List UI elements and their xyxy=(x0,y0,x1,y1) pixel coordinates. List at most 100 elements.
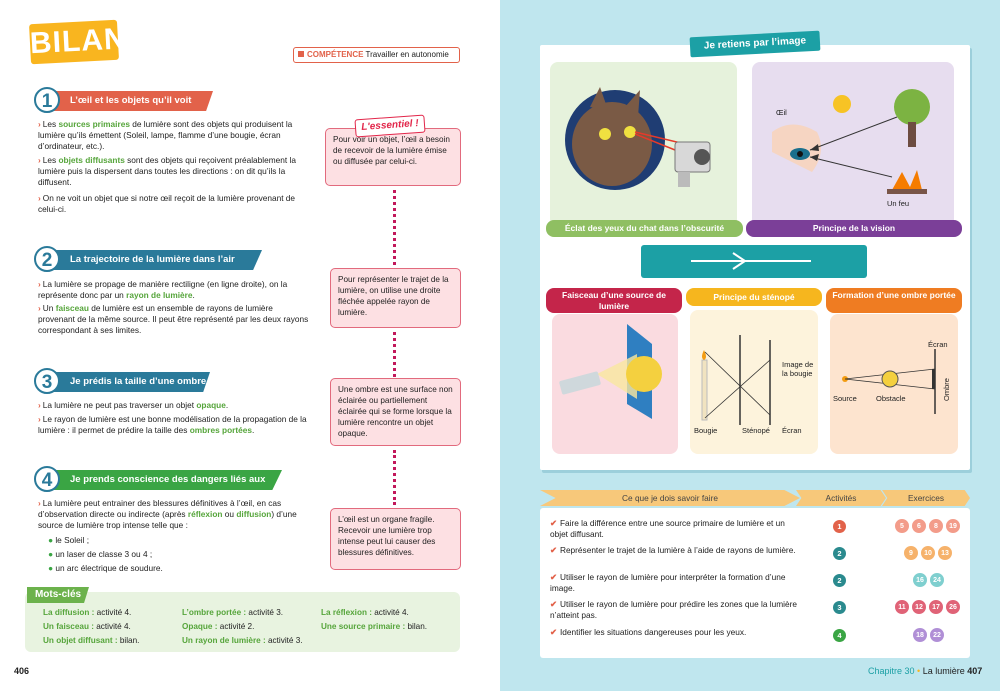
section-4-item-2: ● un laser de classe 3 ou 4 ; xyxy=(48,549,153,559)
label-eclat: Éclat des yeux du chat dans l’obscurité xyxy=(546,220,743,237)
mot-cle-8: Une source primaire : bilan. xyxy=(321,622,428,631)
section-3-number: 3 xyxy=(34,368,60,394)
label-stenope: Principe du sténopé xyxy=(686,288,822,306)
cat-eyes-panel xyxy=(550,62,737,227)
flashlight-illustration xyxy=(559,324,662,419)
check-icon: ✔ xyxy=(550,627,557,637)
mot-cle-6: Un rayon de lumière : activité 3. xyxy=(182,636,303,645)
exercise-badge[interactable]: 18 xyxy=(912,627,928,643)
exercise-badge[interactable]: 22 xyxy=(929,627,945,643)
activity-badge-5: 4 xyxy=(833,629,846,642)
label-ecran-stenope: Écran xyxy=(782,426,802,435)
section-2-bullet-1: ›La lumière se propage de manière rectil… xyxy=(38,279,288,300)
section-1-bullet-2: ›Les objets diffusants sont des objets q… xyxy=(38,155,296,187)
mot-cle-1: La diffusion : activité 4. xyxy=(43,608,132,617)
vision-panel xyxy=(752,62,954,227)
label-feu: Un feu xyxy=(887,199,910,208)
label-vision: Principe de la vision xyxy=(746,220,962,237)
section-4-number: 4 xyxy=(34,466,60,492)
table-header-exercises: Exercices xyxy=(882,490,970,506)
label-image-bougie: Image de la bougie xyxy=(782,360,814,378)
section-4-header: Je prends conscience des dangers liés au… xyxy=(40,470,282,490)
dotted-connector-2 xyxy=(393,332,396,377)
section-3-bullet-2: ›Le rayon de lumière est une bonne modél… xyxy=(38,414,307,435)
skill-row-4: ✔Utiliser le rayon de lumière pour prédi… xyxy=(550,599,797,620)
competence-square-icon xyxy=(298,51,304,57)
activity-badge-1: 1 xyxy=(833,520,846,533)
stenope-panel xyxy=(690,310,818,454)
activity-badge-2: 2 xyxy=(833,547,846,560)
page-footer: Chapitre 30 • La lumière 407 xyxy=(868,666,983,676)
left-page: BILAN COMPÉTENCE Travailler en autonomie… xyxy=(14,19,461,676)
exercise-badge[interactable]: 17 xyxy=(928,599,944,615)
exercise-badge[interactable]: 13 xyxy=(937,545,953,561)
exercise-badge[interactable]: 9 xyxy=(903,545,919,561)
label-stenope-text: Sténopé xyxy=(742,426,770,435)
label-ombre-text: Ombre xyxy=(941,378,951,401)
exercise-badge[interactable]: 10 xyxy=(920,545,936,561)
pinhole-illustration xyxy=(701,335,771,425)
light-ray-bar xyxy=(641,245,867,278)
skill-row-3: ✔Utiliser le rayon de lumière pour inter… xyxy=(550,572,786,593)
section-2-header: La trajectoire de la lumière dans l’air xyxy=(40,250,262,270)
section-1-number: 1 xyxy=(34,87,60,113)
skill-row-1: ✔Faire la différence entre une source pr… xyxy=(550,518,785,539)
exercise-badge[interactable]: 26 xyxy=(945,599,961,615)
skill-row-5: ✔Identifier les situations dangereuses p… xyxy=(550,627,747,637)
table-header-activities: Activités xyxy=(796,490,886,506)
exercise-badge[interactable]: 24 xyxy=(929,572,945,588)
essentiel-box-1: Pour voir un objet, l’œil a besoin de re… xyxy=(325,128,461,186)
label-faisceau: Faisceau d’une source de lumière xyxy=(546,288,682,313)
exercise-badge[interactable]: 16 xyxy=(912,572,928,588)
cat-eyes-illustration xyxy=(565,87,711,190)
bilan-title: BILAN xyxy=(29,19,127,65)
label-source: Source xyxy=(833,394,857,403)
exercise-badge[interactable]: 5 xyxy=(894,518,910,534)
mot-cle-5: Opaque : activité 2. xyxy=(182,622,255,631)
mot-cle-4: L’ombre portée : activité 3. xyxy=(182,608,284,617)
essentiel-box-3: Une ombre est une surface non éclairée o… xyxy=(330,378,461,446)
page-number-left: 406 xyxy=(14,666,30,676)
essentiel-box-2: Pour représenter le trajet de la lumière… xyxy=(330,268,461,328)
shadow-illustration xyxy=(842,349,936,414)
exercise-badge[interactable]: 8 xyxy=(928,518,944,534)
section-1-header: L’œil et les objets qu’il voit xyxy=(40,91,213,111)
mot-cle-2: Un faisceau : activité 4. xyxy=(43,622,131,631)
faisceau-panel xyxy=(552,314,678,454)
label-ombre: Formation d’une ombre portée xyxy=(826,288,962,313)
section-1-bullet-3: ›On ne voit un objet que si notre œil re… xyxy=(38,193,296,214)
section-4-item-3: ● un arc électrique de soudure. xyxy=(48,563,163,573)
exercise-badge[interactable]: 11 xyxy=(894,599,910,615)
mot-cle-7: La réflexion : activité 4. xyxy=(321,608,409,617)
section-4-item-1: ● le Soleil ; xyxy=(48,535,89,545)
activity-badge-4: 3 xyxy=(833,601,846,614)
dotted-connector-1 xyxy=(393,190,396,265)
ombre-panel xyxy=(830,314,958,454)
section-1-bullet-1: ›Les sources primaires de lumière sont d… xyxy=(38,119,293,151)
section-3-header: Je prédis la taille d’une ombre xyxy=(40,372,210,392)
check-icon: ✔ xyxy=(550,599,557,609)
exercise-badge[interactable]: 19 xyxy=(945,518,961,534)
check-icon: ✔ xyxy=(550,518,557,528)
mots-cles-box xyxy=(25,592,460,652)
skill-row-2: ✔Représenter le trajet de la lumière à l… xyxy=(550,545,796,555)
mot-cle-3: Un objet diffusant : bilan. xyxy=(43,636,140,645)
check-icon: ✔ xyxy=(550,572,557,582)
label-obstacle: Obstacle xyxy=(876,394,906,403)
exercise-badge[interactable]: 12 xyxy=(911,599,927,615)
section-2-number: 2 xyxy=(34,246,60,272)
arrow-right-icon xyxy=(691,252,811,270)
vision-illustration xyxy=(772,89,930,194)
label-ecran-ombre: Écran xyxy=(928,340,948,349)
mots-cles-title: Mots-clés xyxy=(27,587,89,603)
exercise-badge[interactable]: 6 xyxy=(911,518,927,534)
competence-badge: COMPÉTENCE Travailler en autonomie xyxy=(293,47,460,63)
label-oeil: Œil xyxy=(776,108,787,117)
section-2-bullet-2: ›Un faisceau de lumière est un ensemble … xyxy=(38,303,309,335)
check-icon: ✔ xyxy=(550,545,557,555)
